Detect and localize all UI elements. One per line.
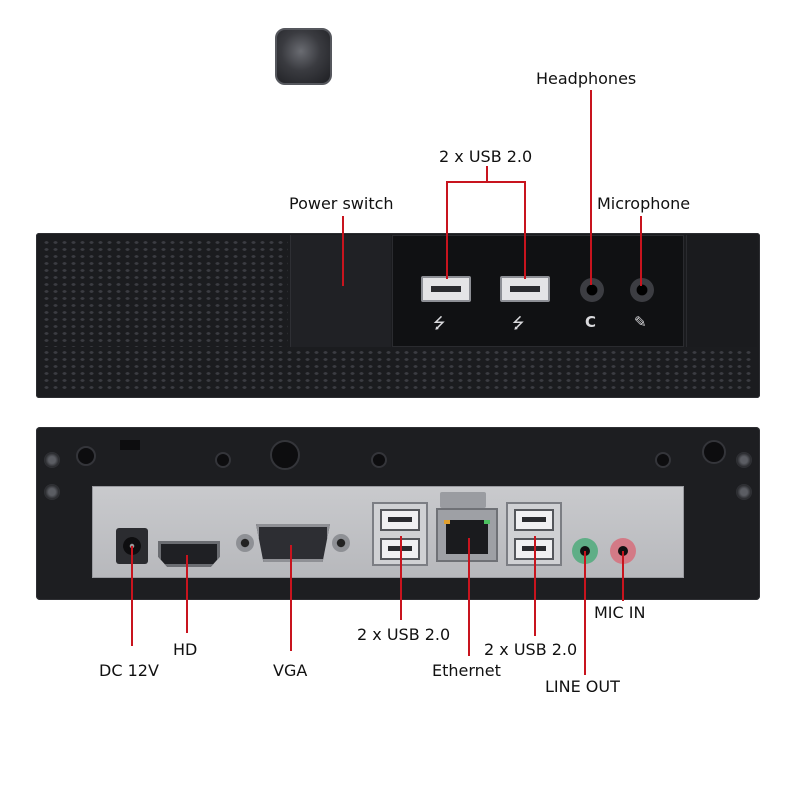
- usb-icon: ⭍: [512, 314, 525, 332]
- label-hd: HD: [173, 640, 198, 659]
- microphone-icon: ✎: [634, 313, 647, 331]
- microphone-leader: [640, 216, 642, 286]
- headphones-leader: [590, 90, 592, 285]
- screw: [736, 452, 752, 468]
- power-button: [275, 28, 332, 85]
- label-rear-usb-left: 2 x USB 2.0: [357, 625, 451, 644]
- chassis-hole: [655, 452, 671, 468]
- label-headphones: Headphones: [536, 69, 637, 88]
- label-ethernet: Ethernet: [432, 661, 501, 680]
- ethernet-latch: [440, 492, 486, 508]
- chassis-hole: [270, 440, 300, 470]
- power-bay: [290, 235, 391, 347]
- front-panel: [36, 233, 760, 398]
- front-vent-grille: [42, 239, 288, 347]
- chassis-hole: [702, 440, 726, 464]
- label-line-out: LINE OUT: [545, 677, 620, 696]
- line-out-leader: [584, 551, 586, 675]
- front-usb-port-2: [500, 276, 550, 302]
- label-microphone: Microphone: [597, 194, 691, 213]
- vga-port: [236, 524, 350, 562]
- chassis-hole: [371, 452, 387, 468]
- rear-usb-port: [380, 509, 420, 531]
- usb-leader-bracket: [446, 181, 526, 183]
- ethernet-led: [484, 520, 490, 524]
- chassis-hole: [76, 446, 96, 466]
- vga-connector: [256, 524, 330, 562]
- label-vga: VGA: [273, 661, 308, 680]
- label-dc: DC 12V: [99, 661, 159, 680]
- vga-screw: [236, 534, 254, 552]
- rear-usb-stack-right: [506, 502, 562, 566]
- front-side-bay: [686, 235, 757, 347]
- label-rear-usb-right: 2 x USB 2.0: [484, 640, 578, 659]
- label-power-switch: Power switch: [289, 194, 394, 213]
- usb-right-leader: [534, 536, 536, 636]
- rear-usb-port: [514, 509, 554, 531]
- chassis-hole: [215, 452, 231, 468]
- usb-icon: ⭍: [433, 314, 446, 332]
- screw: [736, 484, 752, 500]
- ethernet-led: [444, 520, 450, 524]
- usb-leader-right: [524, 181, 526, 279]
- chassis-slot: [120, 440, 140, 450]
- front-vent-grille-bottom: [42, 349, 754, 393]
- screw: [44, 484, 60, 500]
- vga-screw: [332, 534, 350, 552]
- front-usb-port-1: [421, 276, 471, 302]
- hdmi-port: [158, 541, 220, 567]
- vga-leader: [290, 545, 292, 651]
- hd-leader: [186, 555, 188, 633]
- usb-left-leader: [400, 536, 402, 620]
- headphone-jack: [580, 278, 604, 302]
- usb-leader-left: [446, 181, 448, 279]
- mic-in-leader: [622, 551, 624, 601]
- screw: [44, 452, 60, 468]
- headphone-icon: C: [585, 313, 597, 331]
- microphone-jack: [630, 278, 654, 302]
- label-mic-in: MIC IN: [594, 603, 646, 622]
- power-switch-leader: [342, 216, 344, 286]
- ethernet-port: [436, 508, 498, 562]
- usb-leader-stem: [486, 166, 488, 182]
- ethernet-leader: [468, 538, 470, 656]
- dc-leader: [131, 546, 133, 646]
- label-front-usb: 2 x USB 2.0: [439, 147, 533, 166]
